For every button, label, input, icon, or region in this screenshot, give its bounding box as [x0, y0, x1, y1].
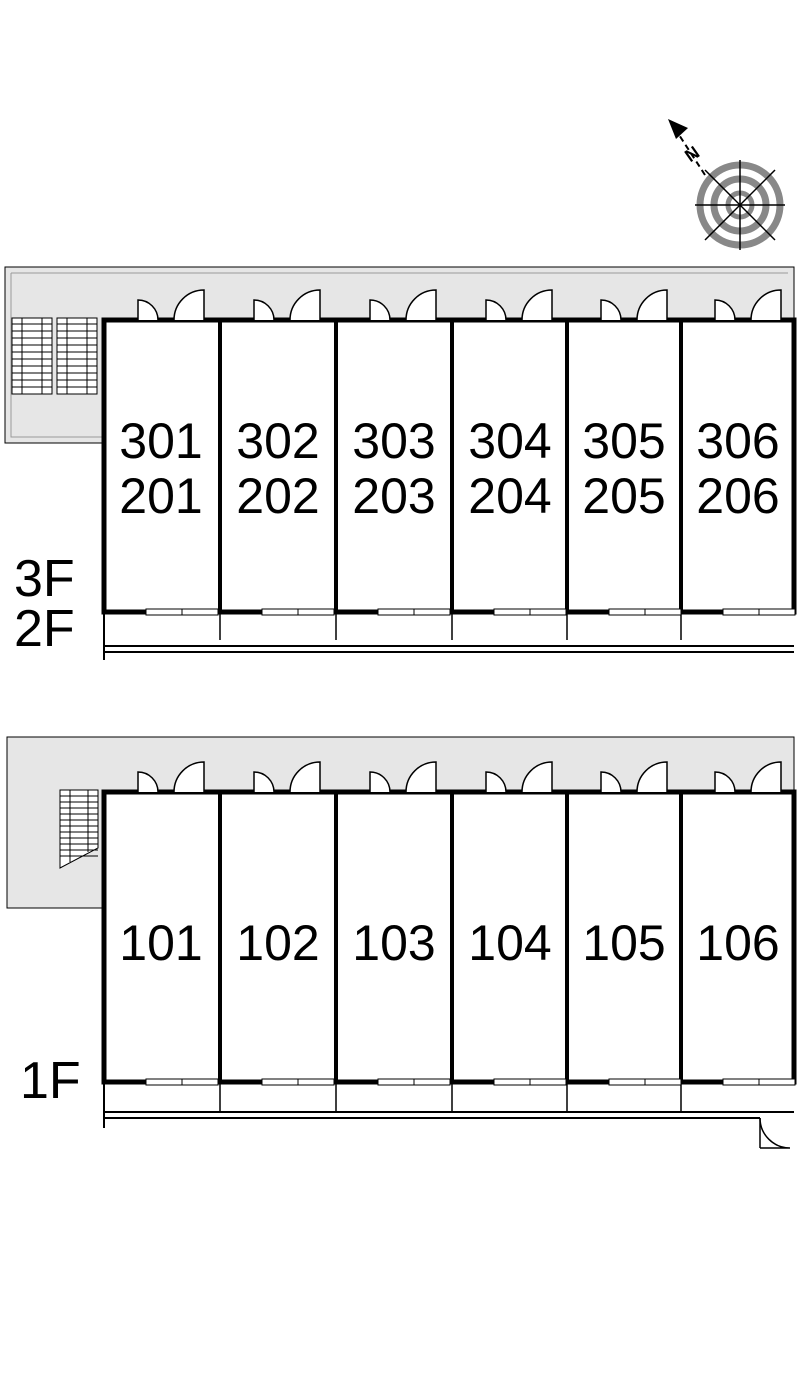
unit-305-label: 305	[582, 413, 665, 469]
door-swing-icon	[485, 761, 553, 793]
unit-201-label: 201	[119, 468, 202, 524]
upper-staircase-icon	[11, 317, 98, 395]
unit-102-label: 102	[236, 915, 319, 971]
unit-302-label: 302	[236, 413, 319, 469]
upper-balcony	[103, 612, 794, 660]
north-compass-icon: N	[668, 119, 785, 250]
unit-306-label: 306	[696, 413, 779, 469]
door-swing-icon	[253, 289, 321, 321]
door-swing-icon	[600, 761, 668, 793]
unit-104-label: 104	[468, 915, 551, 971]
door-swing-icon	[137, 761, 205, 793]
lower-staircase-icon	[59, 789, 99, 869]
lower-block: 101 102 103 104 105 106 1F	[6, 736, 797, 1149]
unit-106-label: 106	[696, 915, 779, 971]
door-swing-icon	[600, 289, 668, 321]
unit-203-label: 203	[352, 468, 435, 524]
north-label: N	[681, 142, 703, 166]
door-swing-icon	[714, 289, 782, 321]
lower-balcony	[103, 1082, 794, 1128]
entry-door-icon	[759, 1117, 791, 1149]
door-swing-icon	[369, 289, 437, 321]
door-swing-icon	[137, 289, 205, 321]
floor-label-1f: 1F	[20, 1052, 81, 1110]
unit-204-label: 204	[468, 468, 551, 524]
door-swing-icon	[485, 289, 553, 321]
floor-label-3f: 3F	[14, 550, 75, 608]
lower-building-outline	[101, 789, 797, 1085]
unit-206-label: 206	[696, 468, 779, 524]
unit-304-label: 304	[468, 413, 551, 469]
unit-202-label: 202	[236, 468, 319, 524]
unit-301-label: 301	[119, 413, 202, 469]
unit-303-label: 303	[352, 413, 435, 469]
door-swing-icon	[369, 761, 437, 793]
unit-103-label: 103	[352, 915, 435, 971]
unit-105-label: 105	[582, 915, 665, 971]
unit-101-label: 101	[119, 915, 202, 971]
door-swing-icon	[253, 761, 321, 793]
upper-block: 301 201 302 202 303 203 304 204 305 205 …	[4, 266, 797, 660]
upper-building-outline	[101, 317, 797, 615]
unit-205-label: 205	[582, 468, 665, 524]
floor-label-2f: 2F	[14, 600, 75, 658]
door-swing-icon	[714, 761, 782, 793]
